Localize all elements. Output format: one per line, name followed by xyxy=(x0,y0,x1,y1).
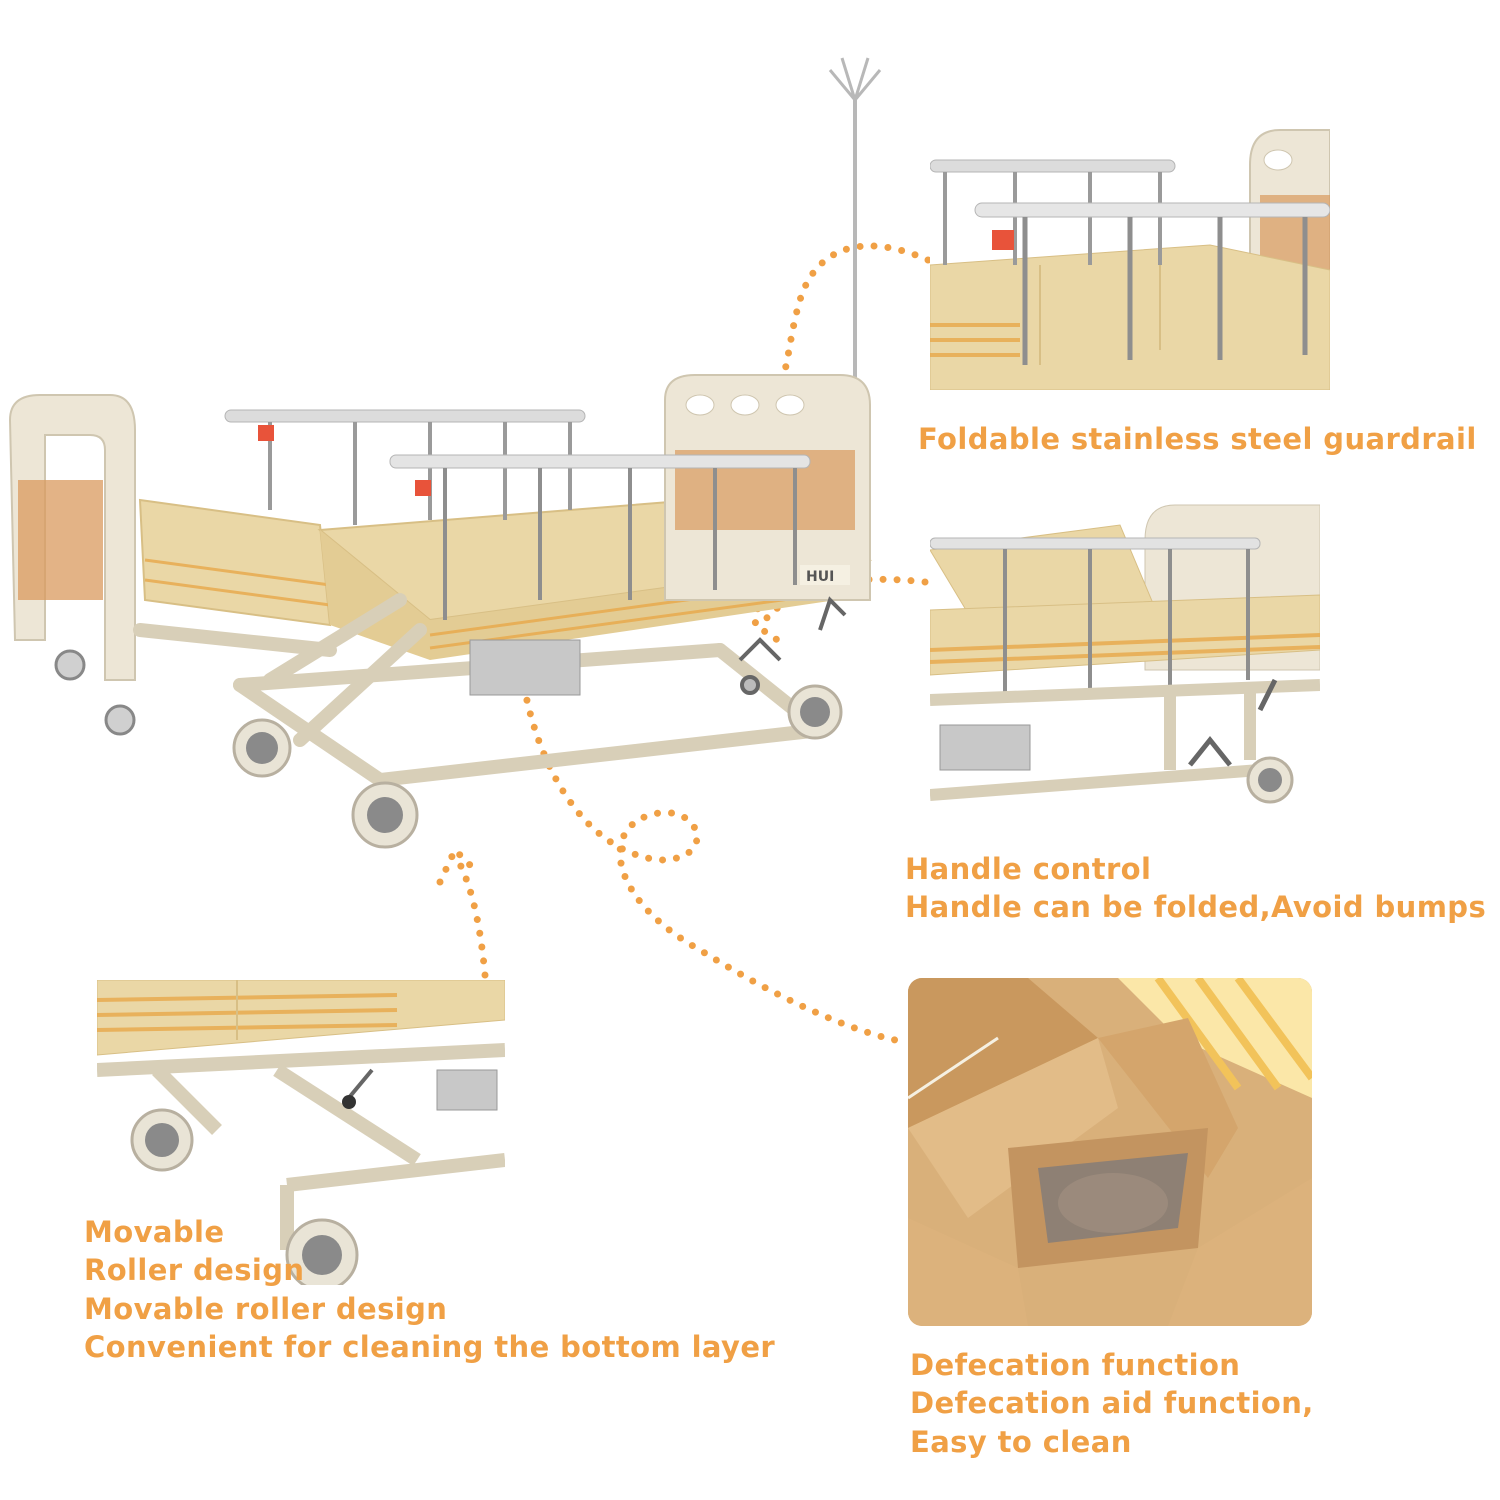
guardrail-icon xyxy=(224,409,811,620)
defecation-caption: Defecation function Defecation aid funct… xyxy=(910,1346,1314,1461)
handle-caption-line-2: Handle can be folded,Avoid bumps xyxy=(905,890,1487,925)
roller-caption-line-3: Movable roller design xyxy=(84,1291,448,1326)
connector-guardrail xyxy=(756,242,932,424)
handle-caption-line-1: Handle control xyxy=(905,852,1152,886)
connector-handle-arrowhead xyxy=(751,591,789,649)
defecation-caption-line-3: Easy to clean xyxy=(910,1424,1132,1459)
handle-detail-image xyxy=(930,500,1320,818)
brand-plate: HUI xyxy=(806,569,834,585)
guardrail-detail-image xyxy=(930,125,1330,390)
guardrail-caption-line-1: Foldable stainless steel guardrail xyxy=(918,422,1477,456)
roller-caption-line-1: Movable xyxy=(84,1215,225,1249)
roller-caption-line-2: Roller design xyxy=(84,1253,305,1288)
defecation-cushion-icon xyxy=(908,978,1312,1326)
defecation-caption-line-1: Defecation function xyxy=(910,1348,1241,1382)
connector-roller xyxy=(451,851,489,979)
handle-caption: Handle control Handle can be folded,Avoi… xyxy=(905,850,1486,927)
connector-roller-arrowhead xyxy=(436,843,479,886)
main-bed-image: HUI xyxy=(0,40,900,860)
roller-caption-line-4: Convenient for cleaning the bottom layer xyxy=(84,1329,776,1364)
guardrail-caption: Foldable stainless steel guardrail xyxy=(918,420,1477,458)
defecation-detail-image xyxy=(908,978,1312,1326)
hand-crank-icon xyxy=(738,596,847,695)
caster-wheel-icon xyxy=(54,649,843,849)
connector-defecation xyxy=(514,571,899,1044)
roller-caption: Movable Roller design Movable roller des… xyxy=(84,1213,775,1366)
defecation-caption-line-2: Defecation aid function, xyxy=(910,1386,1314,1421)
roller-detail-image xyxy=(97,980,505,1285)
